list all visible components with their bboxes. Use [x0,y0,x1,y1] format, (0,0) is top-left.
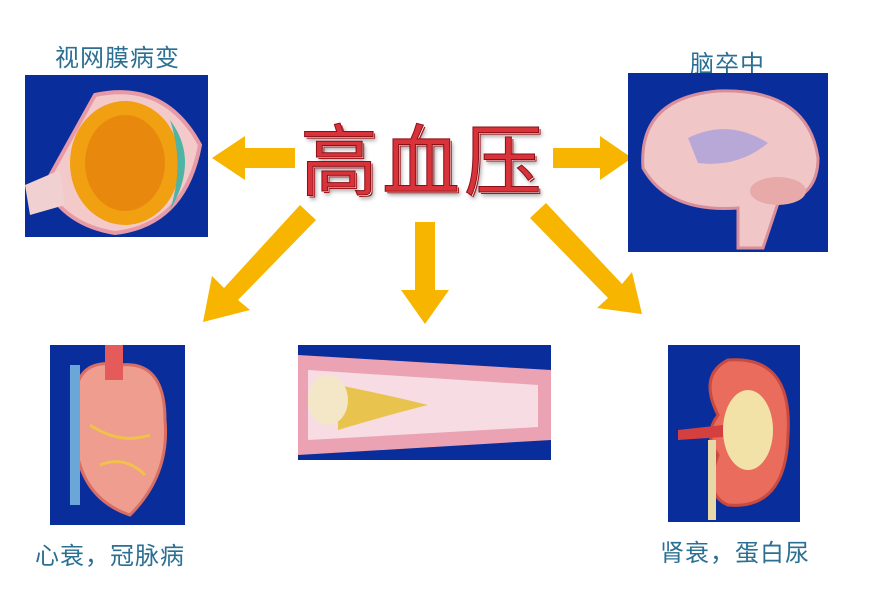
heart-label: 心衰，冠脉病 [35,542,185,570]
kidney-label: 肾衰，蛋白尿 [660,539,810,567]
brain-image [628,73,828,252]
heart-image [50,345,185,525]
eye-image [25,75,208,237]
page-title: 高血压 [299,118,547,209]
arrow-left [212,136,295,180]
arrow-right [553,136,632,180]
arrow-down-right [530,203,642,314]
eye-label: 视网膜病变 [55,44,180,72]
artery-image [298,345,551,460]
arrow-down-left [203,205,316,322]
arrow-down [401,222,449,324]
kidney-image [668,345,800,522]
